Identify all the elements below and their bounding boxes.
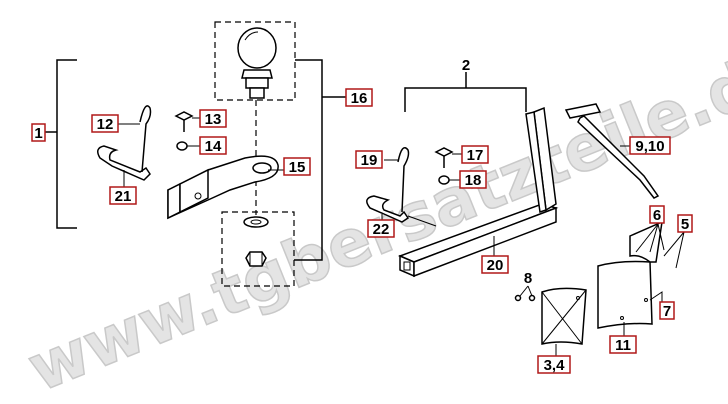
- part-label-21: 21: [109, 186, 137, 205]
- part-label-11: 11: [609, 335, 637, 354]
- svg-text:21: 21: [115, 188, 132, 205]
- nut-18: [438, 175, 460, 185]
- part-label-16: 16: [345, 88, 373, 107]
- svg-text:20: 20: [487, 257, 504, 274]
- part-label-20: 20: [481, 255, 509, 274]
- svg-text:22: 22: [373, 221, 390, 238]
- svg-text:19: 19: [361, 152, 378, 169]
- leader-7: [649, 291, 663, 302]
- nut-14: [176, 141, 200, 151]
- svg-text:7: 7: [663, 303, 671, 320]
- part-label-14: 14: [199, 136, 227, 155]
- part-label-17: 17: [461, 145, 489, 164]
- bracket-1: [56, 59, 77, 229]
- dashed-box-nut: [221, 211, 295, 287]
- mudflap-bracket-part: [564, 103, 660, 199]
- svg-text:17: 17: [467, 147, 484, 164]
- license-plate-part: [541, 287, 587, 345]
- svg-text:18: 18: [465, 172, 482, 189]
- screws-8: [514, 285, 536, 302]
- frame-tube-part: [397, 106, 559, 278]
- svg-text:16: 16: [351, 90, 368, 107]
- spring-clip-19: [384, 147, 410, 213]
- part-label-22: 22: [367, 219, 395, 238]
- part-label-1: 1: [31, 123, 46, 142]
- bracket-2: [404, 87, 527, 112]
- svg-text:15: 15: [289, 159, 306, 176]
- bolt-17: [434, 147, 462, 168]
- svg-text:13: 13: [205, 111, 222, 128]
- part-label-18: 18: [459, 170, 487, 189]
- svg-text:3,4: 3,4: [544, 357, 566, 374]
- part-label-13: 13: [199, 109, 227, 128]
- ball-mount-part: [167, 155, 279, 220]
- svg-text:12: 12: [97, 116, 114, 133]
- mudflap-part: [597, 220, 663, 329]
- part-label-6: 6: [649, 205, 665, 224]
- part-label-7: 7: [659, 301, 675, 320]
- svg-text:11: 11: [615, 337, 631, 354]
- nut-washer-part: [243, 216, 269, 267]
- part-label-12: 12: [91, 114, 119, 133]
- leader-6: [635, 223, 665, 253]
- tow-ball-part: [237, 27, 277, 99]
- dashed-box-ball: [214, 21, 296, 101]
- svg-text:6: 6: [653, 207, 661, 224]
- part-label-5: 5: [677, 214, 693, 233]
- bracket-16: [294, 59, 323, 261]
- part-label-15: 15: [283, 157, 311, 176]
- svg-text:5: 5: [681, 216, 689, 233]
- svg-text:14: 14: [205, 138, 222, 155]
- svg-text:1: 1: [34, 125, 42, 142]
- part-label-9-10: 9,10: [629, 136, 671, 155]
- leader-5: [663, 231, 685, 269]
- spring-clip-12: [118, 105, 152, 173]
- part-label-3-4: 3,4: [537, 355, 571, 374]
- part-label-8: 8: [524, 270, 532, 287]
- part-label-2: 2: [462, 57, 470, 74]
- bolt-13: [174, 111, 200, 132]
- svg-text:9,10: 9,10: [635, 138, 664, 155]
- part-label-19: 19: [355, 150, 383, 169]
